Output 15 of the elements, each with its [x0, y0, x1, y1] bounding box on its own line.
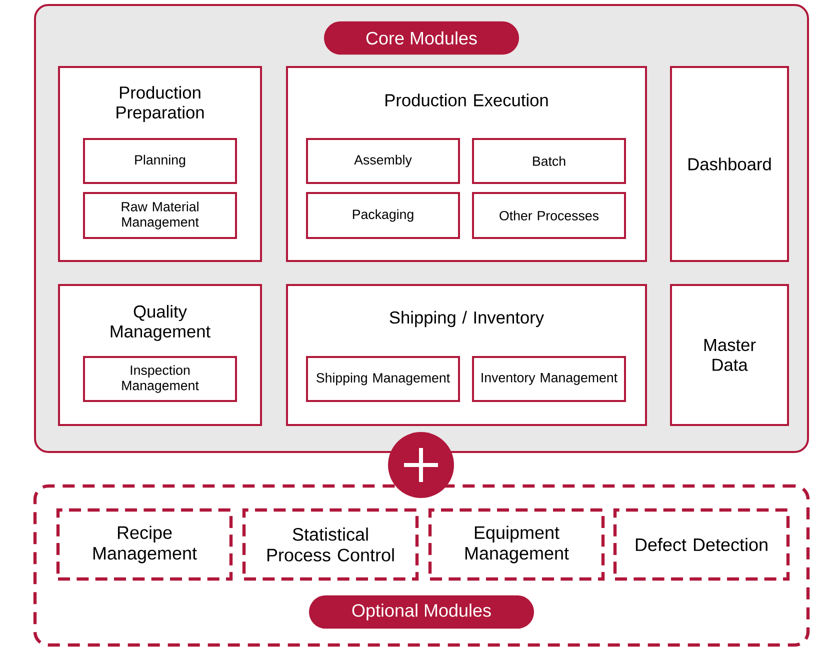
module-box: Other Processes [472, 192, 626, 239]
module-box: Inventory Management [472, 356, 626, 402]
module-box: Defect Detection [613, 508, 790, 581]
module-box: Inspection Management [83, 356, 237, 402]
module-box: Equipment Management [428, 508, 605, 581]
module-box: Batch [472, 138, 626, 184]
module-box: Recipe Management [56, 508, 233, 581]
module-box: Statistical Process Control [242, 508, 419, 581]
module-box: Raw Material Management [83, 192, 237, 239]
module-box: Packaging [306, 192, 460, 239]
module-box: Master Data [670, 284, 789, 426]
module-box: Assembly [306, 138, 460, 184]
module-box: Shipping Management [306, 356, 460, 402]
module-box: Dashboard [670, 66, 789, 262]
module-box: Planning [83, 138, 237, 184]
